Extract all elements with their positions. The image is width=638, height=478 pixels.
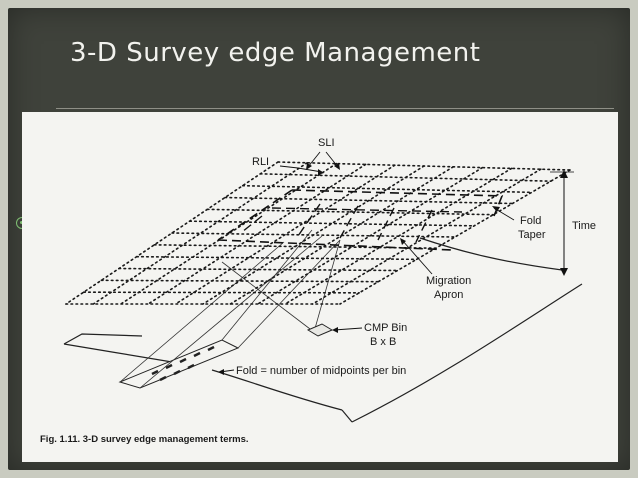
survey-edge-diagram: SLI RLI Fold Taper Time Migration Apron … (40, 137, 596, 445)
label-fold: Fold (520, 215, 541, 227)
surface-back-curve (419, 237, 563, 271)
label-bxb: B x B (370, 336, 396, 348)
label-migration: Migration (426, 275, 471, 287)
migration-apron-boundary (241, 203, 463, 243)
surface-front-edge-left (63, 343, 173, 363)
surface-left-edge (63, 333, 143, 345)
midpoint-marks (151, 345, 215, 382)
surface-front-curve (211, 369, 343, 411)
label-fold-definition: Fold = number of midpoints per bin (236, 365, 406, 377)
cmp-bin-cell (306, 323, 334, 337)
label-sli: SLI (318, 137, 335, 149)
slide-title: 3-D Survey edge Management (70, 38, 481, 68)
figure-survey-diagram: SLI RLI Fold Taper Time Migration Apron … (22, 112, 618, 462)
surface-front-drop (341, 409, 353, 423)
time-arrow (550, 170, 574, 276)
label-taper: Taper (518, 229, 546, 241)
surface-right-edge (351, 283, 583, 423)
label-rli: RLI (252, 156, 269, 168)
label-time: Time (572, 220, 596, 232)
fold-projection-plane (118, 339, 240, 389)
figure-caption: Fig. 1.11. 3-D survey edge management te… (40, 434, 249, 445)
leader-arrowheads (218, 163, 500, 375)
acquisition-grid (65, 161, 571, 305)
label-leaders (219, 151, 515, 373)
title-divider (56, 108, 614, 109)
label-apron: Apron (434, 289, 463, 301)
label-cmp-bin: CMP Bin (364, 322, 407, 334)
